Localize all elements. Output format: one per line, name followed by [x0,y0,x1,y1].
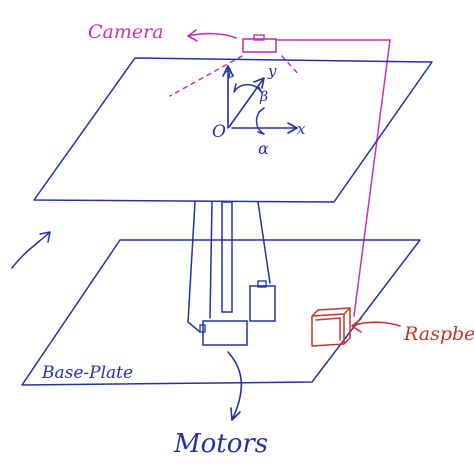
motors-label: Motors [173,429,268,459]
beta-label: β [259,89,268,105]
camera-fov-right [281,55,301,77]
z-axis-arrow [222,65,234,129]
base-plate-label: Base-Plate [41,363,133,383]
upper-motor [249,285,276,322]
rotation-indicator-arrow [11,231,51,269]
lower-motor-cap [199,324,206,333]
camera-group: Camera [88,21,391,317]
motors-group: Motors [173,280,276,459]
motor-link-rod [209,201,213,319]
camera-box [242,38,277,53]
origin-label: O [212,122,226,142]
coordinate-frame: z y x O β α [212,62,306,158]
support-post-left [187,201,201,333]
base-plate: Base-Plate [21,239,421,386]
base-plate-outline [21,239,421,386]
camera-pointer-arrow [187,29,237,42]
raspberry-box [311,307,351,347]
top-platform [33,57,433,203]
raspberry-group: Raspber [311,307,474,347]
camera-label: Camera [88,21,164,43]
top-plate-outline [33,57,433,203]
camera-lens [253,34,265,41]
axis-x-label: x [297,120,306,138]
lower-motor [202,320,248,346]
axis-y-label: y [267,62,277,80]
vertical-shaft [221,201,233,313]
camera-cable [275,39,391,317]
support-post-right [257,201,271,284]
upper-motor-cap [257,280,267,288]
camera-fov-left [169,55,243,97]
support-structure [187,201,271,333]
beta-rotation-arrow [233,83,263,94]
raspberry-pointer-arrow [351,318,401,333]
x-axis-arrow [231,122,298,134]
motors-pointer-arrow [227,351,243,421]
alpha-label: α [258,139,269,158]
raspberry-label: Raspber [403,323,474,345]
alpha-rotation-arrow [255,107,265,135]
